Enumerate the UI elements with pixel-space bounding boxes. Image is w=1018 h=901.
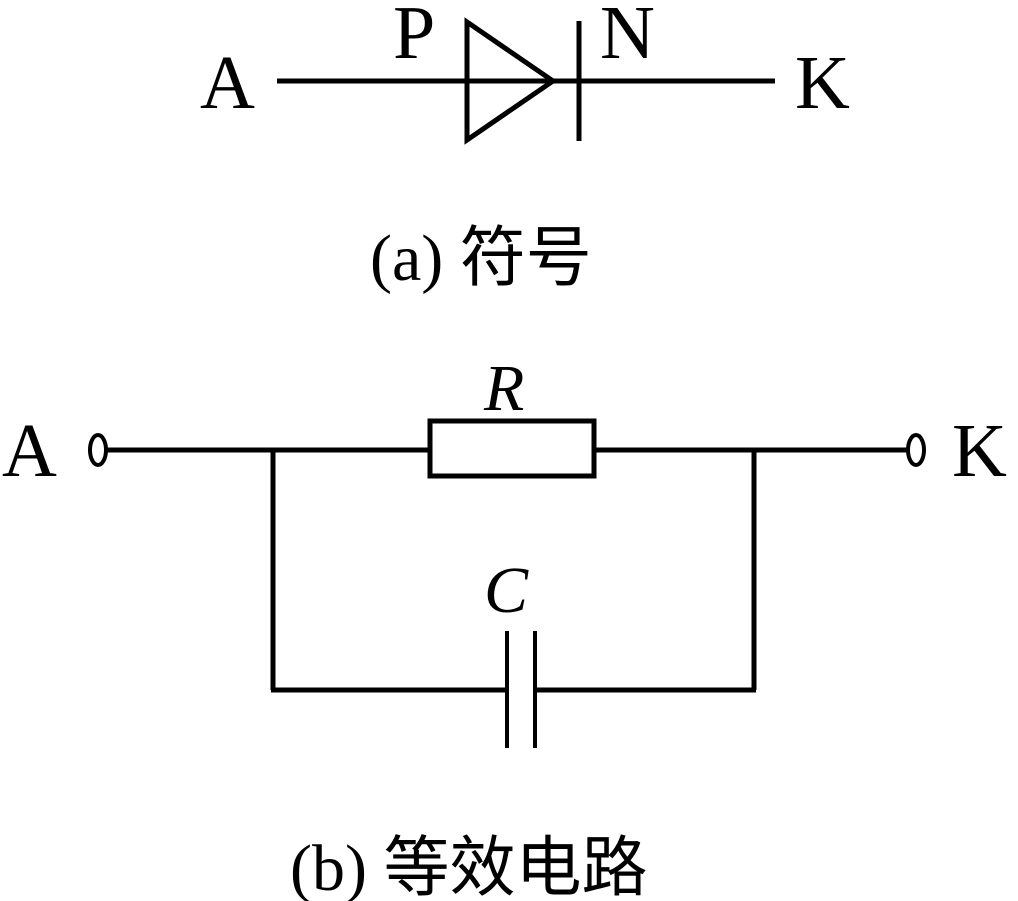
capacitor-label: C [484,554,529,627]
caption-a: (a) 符号 [370,222,592,295]
resistor-label: R [483,352,524,425]
diode-symbol: A P N K (a) 符号 [200,0,850,295]
cathode-terminal-circle [906,433,926,467]
diode-triangle [464,17,558,145]
caption-b: (b) 等效电路 [290,832,647,901]
resistor [427,418,597,479]
n-region-label: N [600,0,655,75]
cathode-label-b: K [952,409,1007,493]
cathode-label-a: K [795,41,850,125]
anode-label-b: A [2,409,57,493]
p-region-label: P [393,0,435,75]
anode-terminal-circle [88,433,108,467]
equivalent-circuit: A K R C (b) 等效电路 [2,352,1007,901]
anode-label-a: A [200,41,255,125]
